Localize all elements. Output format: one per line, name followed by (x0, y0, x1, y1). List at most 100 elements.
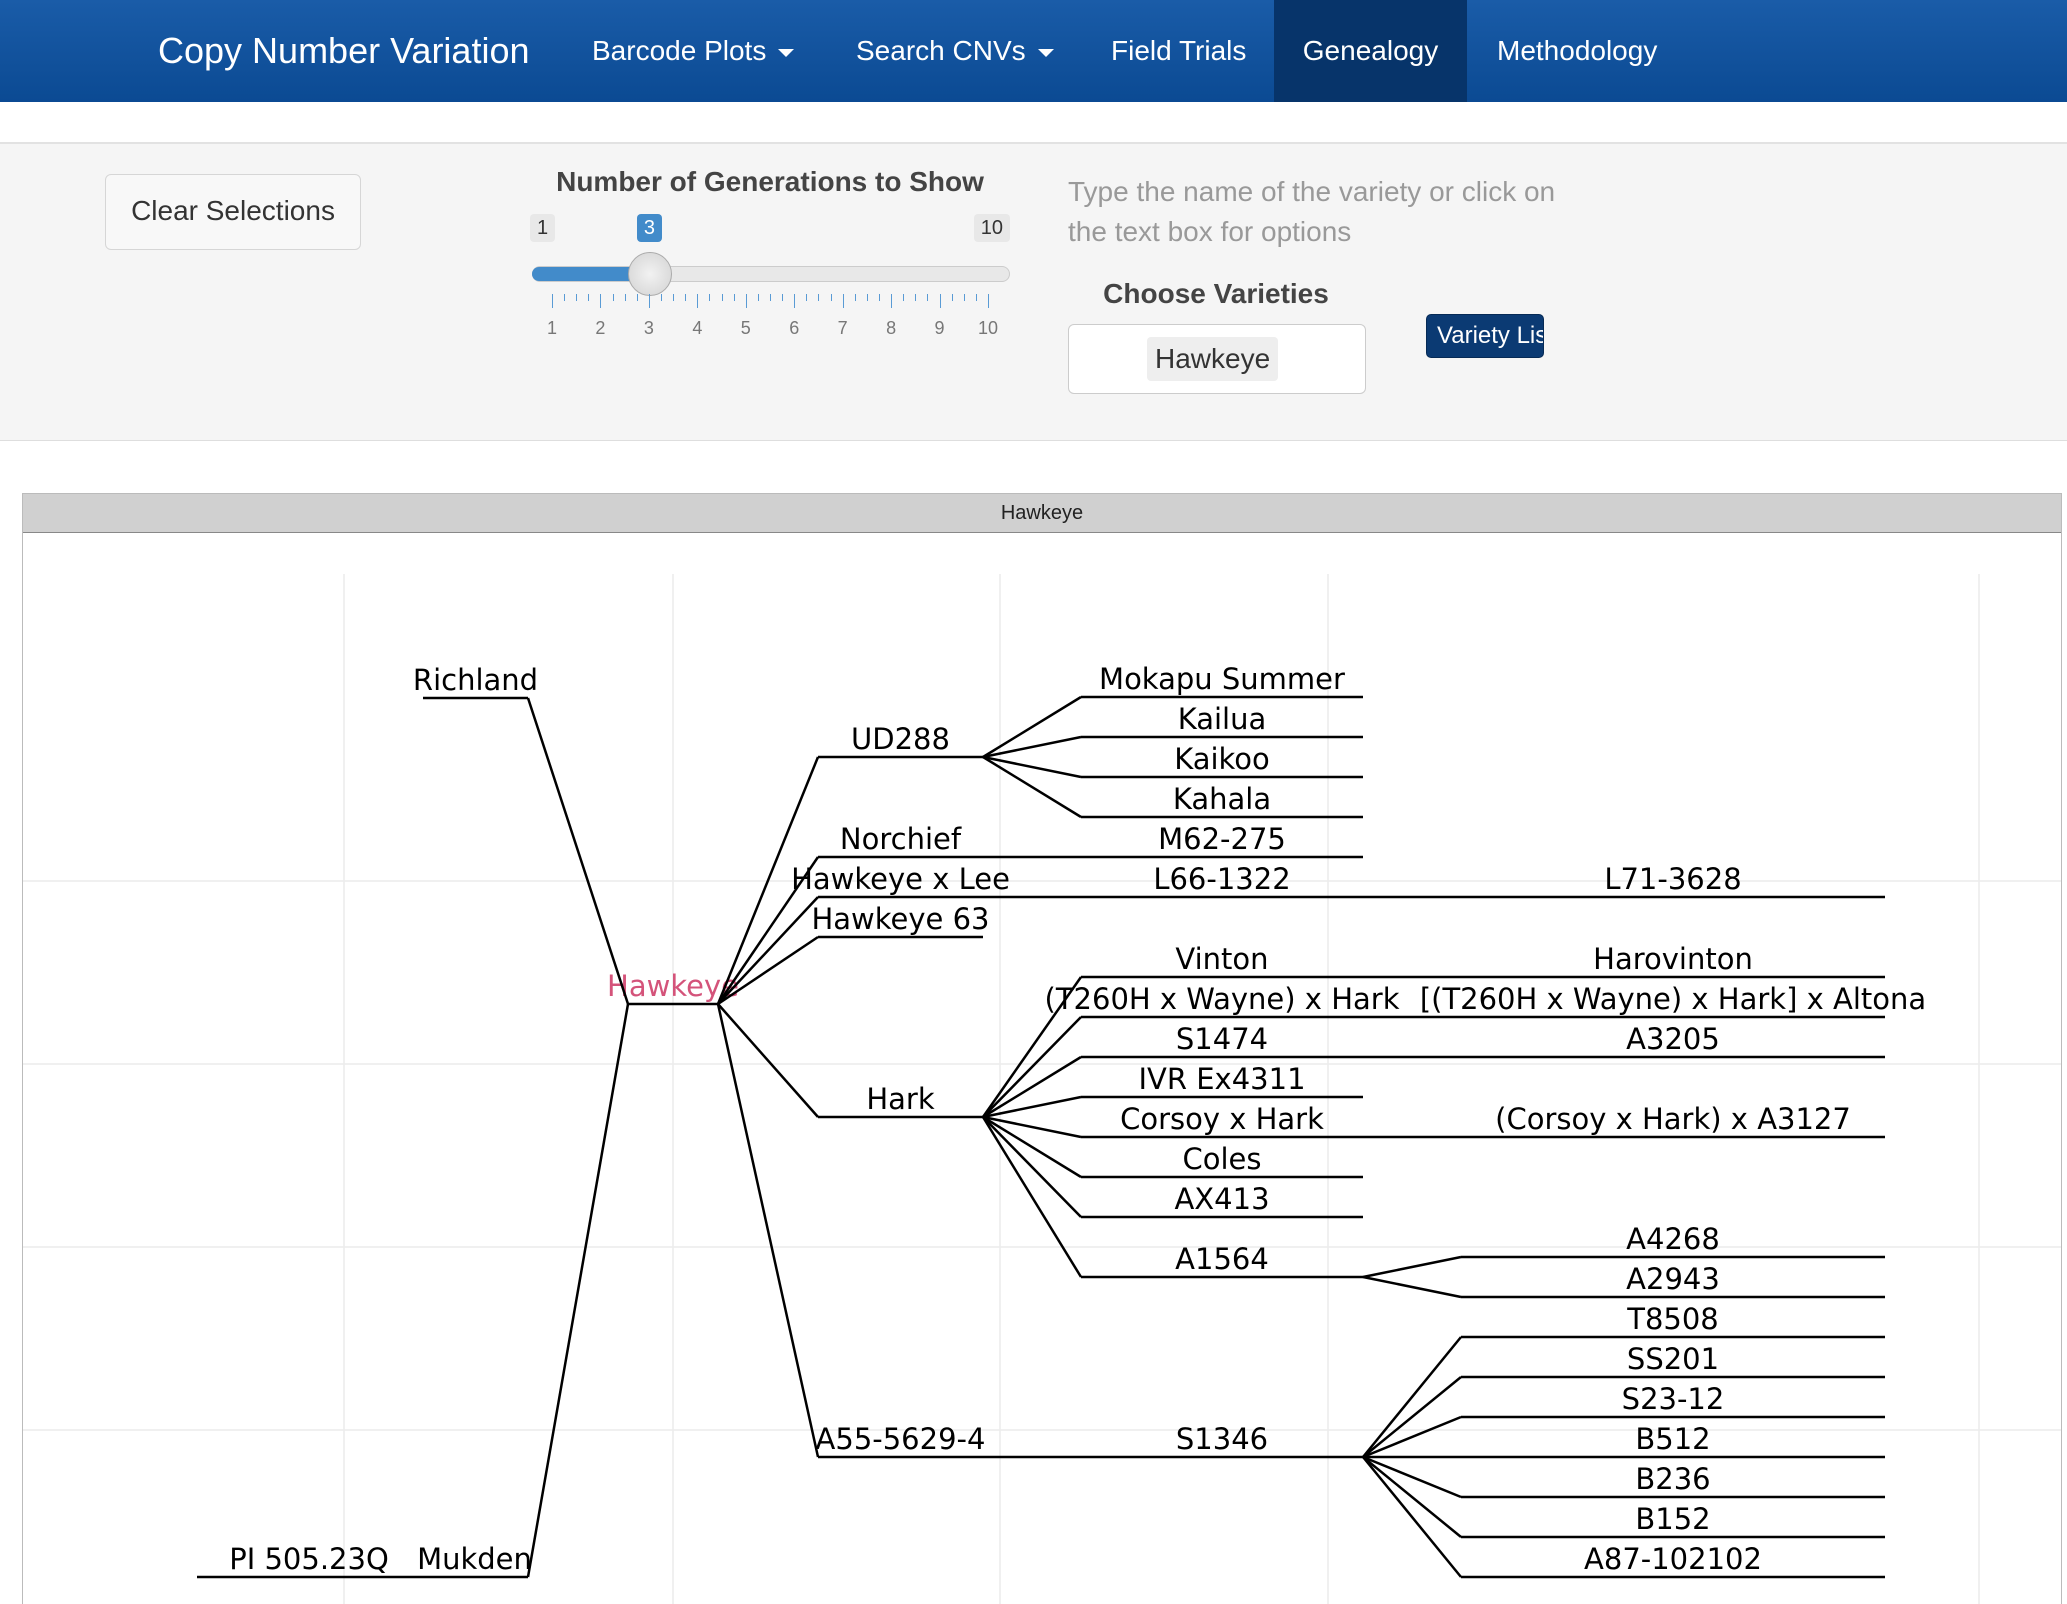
nav-genealogy[interactable]: Genealogy (1274, 0, 1467, 102)
ancestor-label[interactable]: PI 505.23Q (229, 1542, 389, 1576)
slider-tick (927, 294, 929, 301)
plot-panel-title: Hawkeye (23, 494, 2061, 533)
descendant-label[interactable]: B152 (1635, 1502, 1710, 1536)
tree-edge (1362, 1255, 1462, 1279)
tree-edge (981, 1116, 1083, 1278)
slider-handle[interactable] (627, 252, 672, 296)
brand-title[interactable]: Copy Number Variation (158, 30, 530, 71)
nav-field-trials-label: Field Trials (1111, 35, 1247, 66)
descendant-label[interactable]: T8508 (1626, 1302, 1719, 1336)
descendant-label[interactable]: A87-102102 (1584, 1542, 1762, 1576)
descendant-label[interactable]: [(T260H x Wayne) x Hark] x Altona (1420, 982, 1926, 1016)
tree-edge (982, 1116, 1082, 1218)
slider-tick (963, 294, 965, 301)
descendant-label[interactable]: A55-5629-4 (816, 1422, 986, 1456)
nav-methodology-label: Methodology (1497, 35, 1658, 66)
descendant-label[interactable]: S1474 (1176, 1022, 1268, 1056)
variety-list-button[interactable]: Variety List (1426, 314, 1544, 358)
tree-edge (526, 1003, 630, 1578)
descendant-label[interactable]: Hawkeye x Lee (791, 862, 1010, 896)
descendant-label[interactable]: L71-3628 (1604, 862, 1741, 896)
tree-edge (526, 697, 630, 1005)
variety-select-input[interactable]: Hawkeye (1068, 324, 1366, 394)
slider-tick (770, 294, 771, 301)
tree-edge (1362, 1456, 1462, 1538)
control-panel: Clear Selections Number of Generations t… (0, 144, 2067, 441)
descendant-label[interactable]: Coles (1183, 1142, 1262, 1176)
descendant-label[interactable]: SS201 (1627, 1342, 1719, 1376)
descendant-label[interactable]: Hawkeye 63 (811, 902, 989, 936)
generations-label: Number of Generations to Show (556, 166, 984, 197)
tree-edge (982, 1095, 1082, 1119)
ancestor-label[interactable]: Mukden (417, 1542, 532, 1576)
slider-tick-label: 10 (977, 318, 999, 338)
descendant-label[interactable]: A2943 (1626, 1262, 1720, 1296)
tree-edge (1362, 1455, 1462, 1499)
descendant-label[interactable]: A3205 (1626, 1022, 1720, 1056)
slider-tick-label: 6 (789, 318, 800, 338)
slider-tick-label: 7 (837, 318, 848, 338)
slider-tick (588, 294, 590, 301)
slider-tick (879, 294, 880, 301)
nav-search-cnvs[interactable]: Search CNVs (856, 0, 1054, 102)
slider-tick (648, 294, 650, 308)
slider-tick (564, 294, 566, 301)
clear-selections-button[interactable]: Clear Selections (105, 174, 361, 250)
descendant-label[interactable]: AX413 (1174, 1182, 1269, 1216)
descendant-label[interactable]: Kahala (1173, 782, 1271, 816)
nav-methodology[interactable]: Methodology (1497, 0, 1657, 102)
descendant-label[interactable]: Vinton (1175, 942, 1268, 976)
descendant-label[interactable]: A1564 (1175, 1242, 1269, 1276)
descendant-label[interactable]: S1346 (1176, 1422, 1268, 1456)
descendant-label[interactable]: Norchief (840, 822, 962, 856)
descendant-label[interactable]: Kaikoo (1174, 742, 1270, 776)
descendant-label[interactable]: IVR Ex4311 (1138, 1062, 1305, 1096)
slider-tick (661, 294, 662, 301)
slider-tick-label: 3 (643, 318, 654, 338)
slider-tick (866, 294, 868, 301)
slider-tick (636, 294, 638, 301)
descendant-label[interactable]: UD288 (851, 722, 950, 756)
nav-genealogy-label: Genealogy (1302, 35, 1439, 66)
slider-tick (975, 294, 977, 301)
tree-edge (982, 1115, 1082, 1139)
slider-tick (552, 294, 553, 308)
caret-down-icon (1037, 48, 1054, 57)
descendant-label[interactable]: (Corsoy x Hark) x A3127 (1495, 1102, 1851, 1136)
tree-edge (1362, 1376, 1462, 1458)
ancestor-label[interactable]: Richland (413, 663, 538, 697)
slider-tick (745, 294, 747, 308)
slider-tick (794, 294, 796, 308)
focus-node-label[interactable]: Hawkeye (607, 969, 739, 1003)
nav-field-trials[interactable]: Field Trials (1111, 0, 1246, 102)
nav-barcode-plots-label: Barcode Plots (592, 35, 767, 66)
descendant-label[interactable]: B236 (1635, 1462, 1710, 1496)
descendant-label[interactable]: S23-12 (1622, 1382, 1725, 1416)
tree-edge (717, 1003, 819, 1118)
descendant-label[interactable]: B512 (1635, 1422, 1710, 1456)
descendant-label[interactable]: A4268 (1626, 1222, 1720, 1256)
descendant-label[interactable]: Harovinton (1593, 942, 1753, 976)
descendant-label[interactable]: L66-1322 (1153, 862, 1290, 896)
tree-edge (1362, 1415, 1462, 1459)
descendant-label[interactable]: M62-275 (1158, 822, 1286, 856)
choose-varieties-label: Choose Varieties (1103, 278, 1329, 309)
slider-tick (673, 294, 675, 301)
descendant-label[interactable]: (T260H x Wayne) x Hark (1045, 982, 1400, 1016)
descendant-label[interactable]: Hark (866, 1082, 935, 1116)
descendant-label[interactable]: Kailua (1178, 702, 1267, 736)
slider-fill (532, 267, 649, 281)
slider-tick (612, 294, 614, 301)
sub-bar (0, 102, 2067, 144)
navbar: Copy Number Variation Barcode Plots Sear… (0, 0, 2067, 103)
selected-variety-chip[interactable]: Hawkeye (1147, 337, 1279, 381)
slider-tick (915, 294, 917, 301)
slider-tick-label: 5 (740, 318, 751, 338)
descendant-label[interactable]: Mokapu Summer (1099, 662, 1345, 696)
slider-tick (624, 294, 626, 301)
nav-barcode-plots[interactable]: Barcode Plots (592, 0, 795, 102)
descendant-label[interactable]: Corsoy x Hark (1120, 1102, 1324, 1136)
